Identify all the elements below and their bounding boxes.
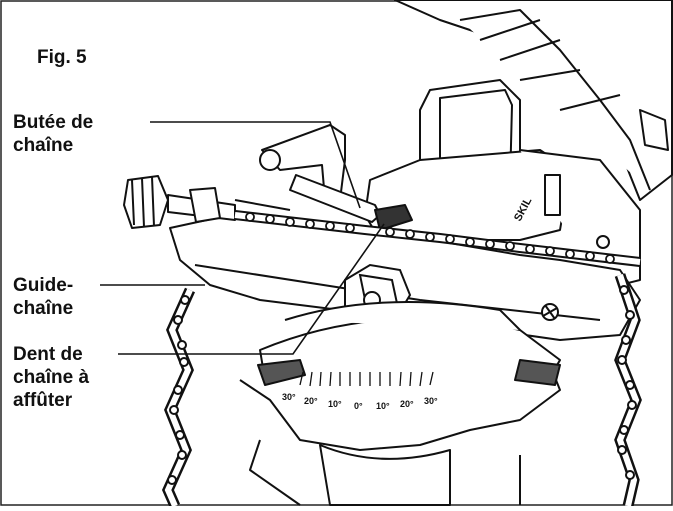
adjusting-knob <box>123 175 291 229</box>
motor-housing <box>394 0 673 201</box>
saw-chain-top <box>234 210 641 267</box>
scale-mark: 10° <box>328 399 342 409</box>
leader-tooth <box>118 223 385 355</box>
scale-mark: 20° <box>304 396 318 406</box>
saw-chain-left <box>161 287 196 509</box>
callout-chain-stop: Butée de chaîne <box>13 111 93 157</box>
callout-line: Dent de <box>13 344 83 365</box>
leader-chain-stop <box>150 121 361 209</box>
figure-title: Fig. 5 <box>37 47 87 68</box>
leader-lines <box>100 121 385 355</box>
callout-line: chaîne <box>13 135 74 156</box>
scale-mark: 30° <box>424 396 438 406</box>
saw-chain-right <box>614 273 642 508</box>
callout-tooth: Dent de chaîne à affûter <box>13 343 89 412</box>
central-body <box>364 79 641 291</box>
callout-line: chaîne <box>13 298 74 319</box>
callout-line: Butée de <box>13 112 94 133</box>
scale-mark: 10° <box>376 401 390 411</box>
angle-scale-labels: 30° 20° 10° 0° 10° 20° 30° <box>282 392 438 411</box>
callout-line: Guide- <box>13 275 74 296</box>
callout-line: affûter <box>13 390 73 411</box>
callout-line: chaîne à <box>13 367 90 388</box>
scale-mark: 30° <box>282 392 296 402</box>
callout-chain-guide: Guide- chaîne <box>13 274 73 320</box>
angle-scale <box>299 371 434 387</box>
scale-mark: 20° <box>400 399 414 409</box>
rotating-base <box>239 301 561 506</box>
chain-stop-lever <box>259 124 413 231</box>
scale-mark: 0° <box>354 401 363 411</box>
